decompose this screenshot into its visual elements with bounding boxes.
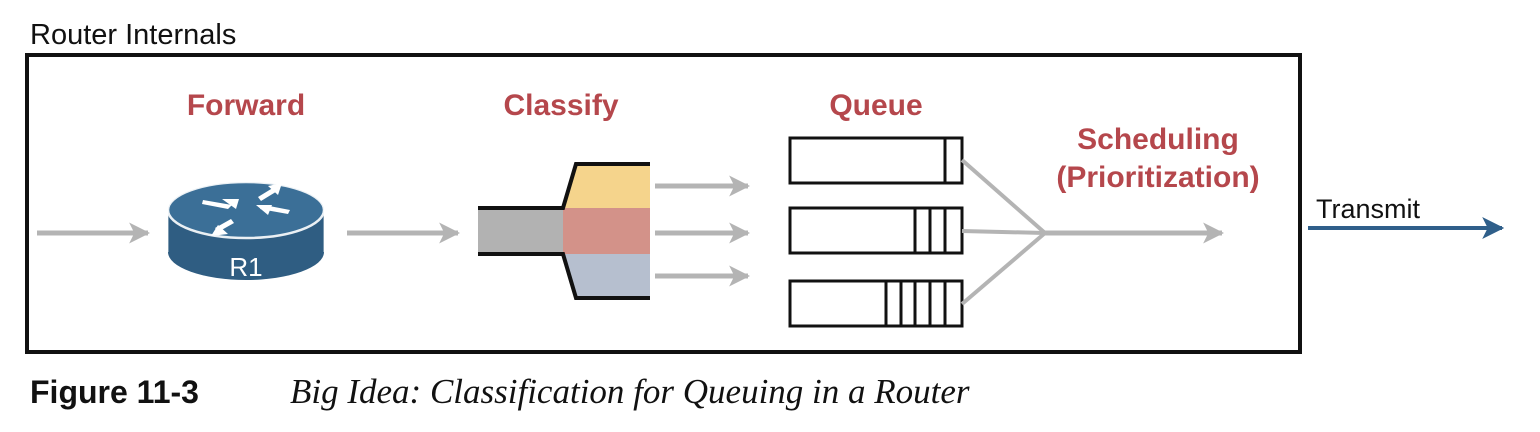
- figure-number: Figure 11-3: [30, 374, 199, 410]
- classifier-shape: [478, 162, 650, 300]
- router-internals-box: [25, 53, 1302, 354]
- prioritization-label: (Prioritization): [1056, 161, 1259, 194]
- forward-label: Forward: [187, 89, 305, 122]
- queue-bottom: [788, 279, 964, 328]
- figure-caption: Big Idea: Classification for Queuing in …: [290, 372, 970, 411]
- classify-label: Classify: [503, 89, 618, 122]
- transmit-label: Transmit: [1316, 194, 1421, 224]
- queue-label: Queue: [829, 89, 922, 122]
- queue-top: [788, 136, 964, 185]
- queue-middle: [788, 206, 964, 255]
- scheduling-label: Scheduling: [1077, 123, 1239, 156]
- router-r1-label: R1: [229, 252, 262, 282]
- scheduler-merge-lines: [960, 158, 1047, 306]
- router-icon: R1: [166, 180, 326, 282]
- router-internals-title: Router Internals: [30, 19, 236, 51]
